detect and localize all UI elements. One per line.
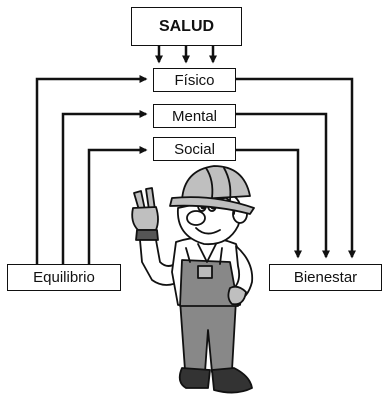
hip-hand [228, 287, 246, 305]
worker-illustration [132, 166, 254, 393]
overalls-legs [180, 300, 236, 372]
node-salud: SALUD [131, 7, 242, 46]
bienestar-arrows [236, 79, 352, 257]
victory-hand [132, 188, 158, 240]
node-bienestar: Bienestar [269, 264, 382, 291]
node-equilibrio: Equilibrio [7, 264, 121, 291]
node-fisico: Físico [153, 68, 236, 92]
node-social: Social [153, 137, 236, 161]
equilibrio-arrows [37, 79, 146, 264]
node-mental: Mental [153, 104, 236, 128]
boots [180, 368, 252, 393]
salud-arrows [159, 46, 213, 62]
